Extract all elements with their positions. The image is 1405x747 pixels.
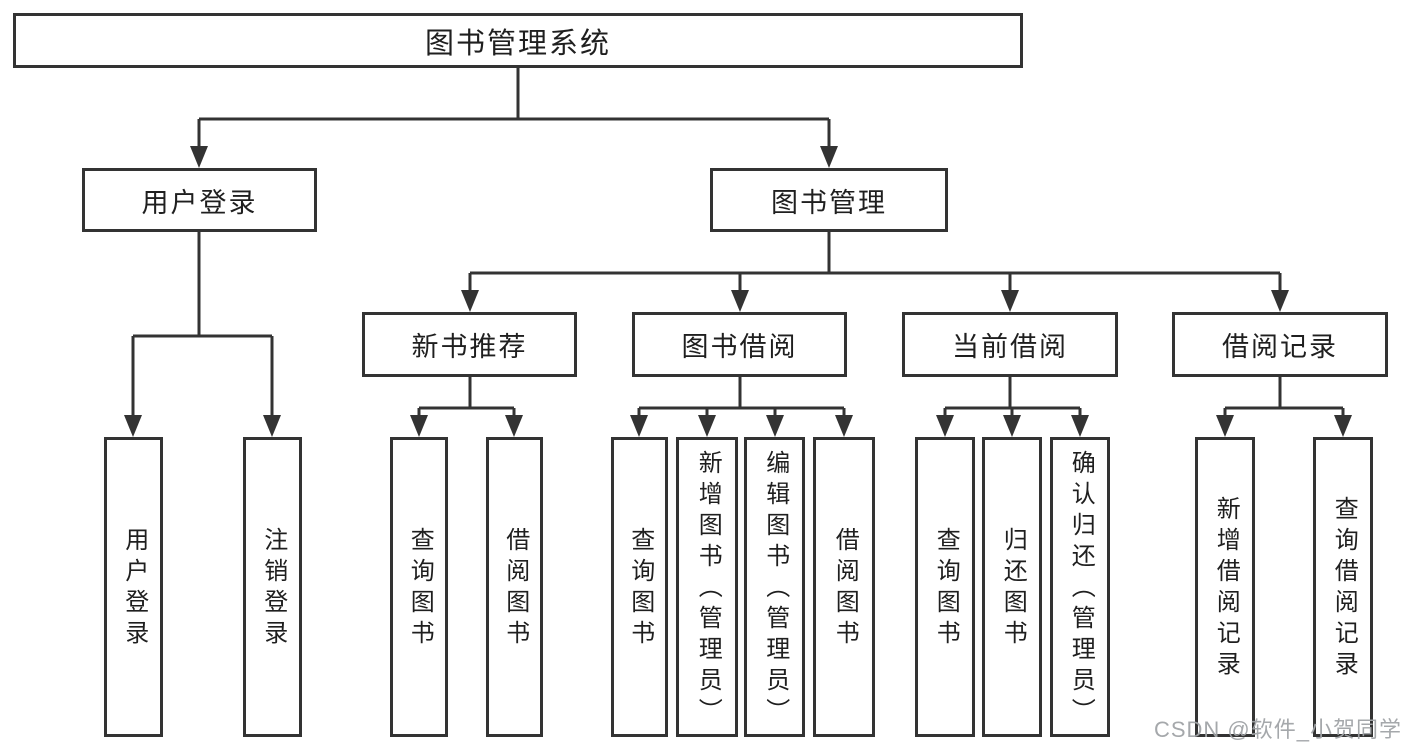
leaf-borrow-books-recommend-label: 借阅图书 bbox=[501, 527, 529, 651]
arrowhead-icon bbox=[766, 415, 784, 437]
connector-current-borrowing bbox=[943, 377, 1082, 416]
arrowhead-icon bbox=[698, 415, 716, 437]
arrowhead-icon bbox=[190, 146, 208, 168]
connector-root bbox=[197, 68, 831, 147]
connector-new-book-recommend bbox=[417, 377, 516, 416]
leaf-add-borrow-record-label: 新增借阅记录 bbox=[1212, 496, 1240, 682]
connector-book-borrowing bbox=[637, 377, 846, 416]
leaf-query-books-current: 查询图书 bbox=[915, 437, 975, 737]
leaf-return-books-label: 归还图书 bbox=[999, 527, 1027, 651]
node-book-management-label: 图书管理 bbox=[771, 187, 887, 218]
arrowhead-icon bbox=[1001, 290, 1019, 312]
leaf-add-borrow-record: 新增借阅记录 bbox=[1195, 437, 1255, 737]
connector-borrow-records bbox=[1223, 377, 1345, 416]
arrowhead-icon bbox=[124, 415, 142, 437]
arrowhead-icon bbox=[820, 146, 838, 168]
root-node-library-management-system: 图书管理系统 bbox=[13, 13, 1023, 68]
leaf-edit-books-admin-label: 编辑图书（管理员） bbox=[761, 449, 789, 729]
leaf-query-borrow-record-label: 查询借阅记录 bbox=[1330, 496, 1358, 682]
arrowhead-icon bbox=[630, 415, 648, 437]
leaf-logout-label: 注销登录 bbox=[259, 527, 287, 651]
leaf-query-books-recommend: 查询图书 bbox=[390, 437, 448, 737]
node-current-borrowing-label: 当前借阅 bbox=[952, 332, 1068, 362]
arrowhead-icon bbox=[1003, 415, 1021, 437]
node-book-borrowing: 图书借阅 bbox=[632, 312, 847, 377]
arrowhead-icon bbox=[936, 415, 954, 437]
node-user-login: 用户登录 bbox=[82, 168, 317, 232]
leaf-borrow-books-borrowing-label: 借阅图书 bbox=[831, 527, 859, 651]
connector-user-login bbox=[131, 232, 274, 416]
node-borrow-records-label: 借阅记录 bbox=[1222, 332, 1338, 362]
node-book-management: 图书管理 bbox=[710, 168, 948, 232]
arrowhead-icon bbox=[1271, 290, 1289, 312]
node-book-borrowing-label: 图书借阅 bbox=[681, 332, 798, 362]
leaf-return-books: 归还图书 bbox=[982, 437, 1042, 737]
leaf-user-login-label: 用户登录 bbox=[120, 527, 148, 651]
leaf-confirm-return-admin-label: 确认归还（管理员） bbox=[1067, 449, 1095, 729]
leaf-query-books-borrowing: 查询图书 bbox=[611, 437, 668, 737]
node-borrow-records: 借阅记录 bbox=[1172, 312, 1388, 377]
leaf-add-books-admin: 新增图书（管理员） bbox=[676, 437, 738, 737]
arrowhead-icon bbox=[505, 415, 523, 437]
node-user-login-label: 用户登录 bbox=[141, 187, 258, 218]
csdn-watermark: CSDN @软件_小贺同学 bbox=[1153, 717, 1402, 742]
leaf-query-books-recommend-label: 查询图书 bbox=[406, 527, 434, 651]
arrowhead-icon bbox=[1334, 415, 1352, 437]
leaf-query-borrow-record: 查询借阅记录 bbox=[1313, 437, 1373, 737]
leaf-borrow-books-recommend: 借阅图书 bbox=[486, 437, 543, 737]
arrowhead-icon bbox=[410, 415, 428, 437]
arrowhead-icon bbox=[263, 415, 281, 437]
leaf-confirm-return-admin: 确认归还（管理员） bbox=[1050, 437, 1110, 737]
leaf-borrow-books-borrowing: 借阅图书 bbox=[813, 437, 875, 737]
arrowhead-icon bbox=[731, 290, 749, 312]
arrowhead-icon bbox=[1216, 415, 1234, 437]
node-new-book-recommend-label: 新书推荐 bbox=[411, 332, 528, 362]
leaf-user-login: 用户登录 bbox=[104, 437, 163, 737]
node-new-book-recommend: 新书推荐 bbox=[362, 312, 577, 377]
leaf-logout: 注销登录 bbox=[243, 437, 302, 737]
arrowhead-icon bbox=[461, 290, 479, 312]
arrowhead-icon bbox=[1071, 415, 1089, 437]
leaf-add-books-admin-label: 新增图书（管理员） bbox=[694, 449, 722, 729]
node-current-borrowing: 当前借阅 bbox=[902, 312, 1118, 377]
leaf-edit-books-admin: 编辑图书（管理员） bbox=[744, 437, 805, 737]
arrowhead-icon bbox=[835, 415, 853, 437]
leaf-query-books-borrowing-label: 查询图书 bbox=[626, 527, 654, 651]
root-node-label: 图书管理系统 bbox=[424, 27, 611, 60]
connector-book-management bbox=[468, 232, 1282, 291]
leaf-query-books-current-label: 查询图书 bbox=[932, 527, 960, 651]
